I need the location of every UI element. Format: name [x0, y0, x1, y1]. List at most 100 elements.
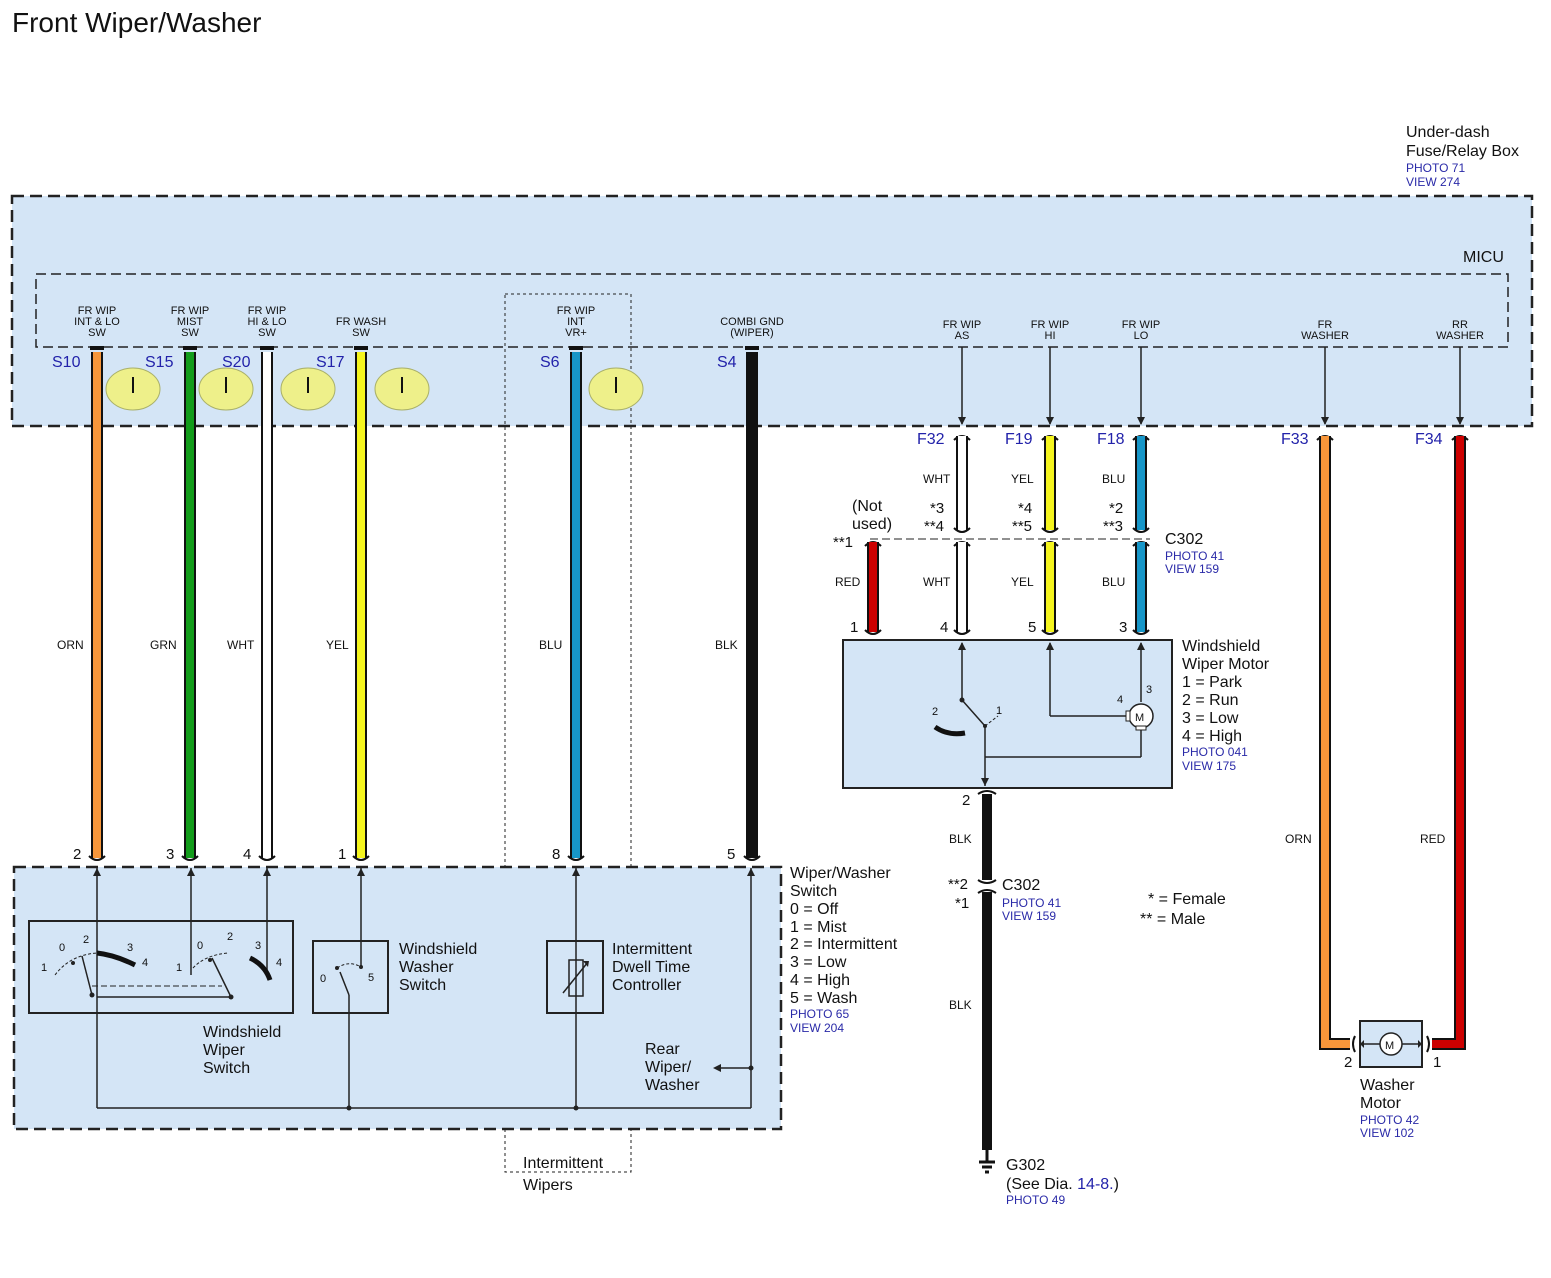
svg-text:Dwell Time: Dwell Time: [612, 959, 690, 976]
svg-text:PHOTO 42: PHOTO 42: [1360, 1113, 1419, 1127]
fuse-box-name-1: Under-dash: [1406, 124, 1490, 141]
wire-f32-lower: [958, 542, 966, 632]
wiper-motor-internals: 2 1 M 4 3: [932, 642, 1154, 786]
svg-text:Rear: Rear: [645, 1041, 680, 1058]
svg-text:Switch: Switch: [790, 883, 837, 900]
terminal-label-s6: VR+: [565, 327, 587, 339]
wire-f32-upper: [958, 436, 966, 530]
switch-pin-2: 2: [73, 846, 81, 863]
svg-text:VIEW 204: VIEW 204: [790, 1021, 844, 1035]
c302-female-pin: *3: [930, 500, 944, 517]
svg-text:(See Dia. 14-8.): (See Dia. 14-8.): [1006, 1176, 1119, 1193]
svg-text:4 = High: 4 = High: [1182, 728, 1242, 745]
terminal-label-f32: AS: [955, 330, 970, 342]
wire-f33: [1321, 436, 1350, 1048]
c302-female-pin: *2: [1109, 500, 1123, 517]
svg-text:PHOTO 41: PHOTO 41: [1165, 549, 1224, 563]
svg-text:2: 2: [83, 934, 89, 946]
wire-color-f32-upper: WHT: [923, 472, 951, 486]
svg-text:0: 0: [197, 940, 203, 952]
svg-text:3: 3: [1146, 684, 1152, 696]
svg-text:2: 2: [1344, 1054, 1352, 1071]
terminal-label-s10: SW: [88, 327, 106, 339]
svg-text:VIEW 175: VIEW 175: [1182, 759, 1236, 773]
ground-pin-2: 2: [962, 792, 970, 809]
wire-color-f19-lower: YEL: [1011, 575, 1034, 589]
terminal-label-s10: FR WIP: [78, 305, 117, 317]
svg-text:M: M: [1385, 1040, 1394, 1052]
ground-wire: 2 BLK BLK **2 *1 C302 PHOTO 41 VIEW 159: [948, 790, 1061, 1150]
svg-text:* = Female: * = Female: [1148, 891, 1226, 908]
svg-text:2 = Intermittent: 2 = Intermittent: [790, 936, 898, 953]
terminal-label-s17: SW: [352, 327, 370, 339]
svg-text:3: 3: [255, 940, 261, 952]
svg-text:M: M: [1135, 712, 1144, 724]
wire-s15: [186, 352, 194, 858]
svg-text:PHOTO 041: PHOTO 041: [1182, 745, 1248, 759]
wire-color-f32-lower: WHT: [923, 575, 951, 589]
svg-text:*1: *1: [955, 895, 969, 912]
wire-f18-upper: [1137, 436, 1145, 530]
svg-text:4: 4: [1117, 694, 1123, 706]
terminal-label-f33: FR: [1318, 319, 1333, 331]
svg-text:3 = Low: 3 = Low: [790, 954, 847, 971]
terminal-label-s17: FR WASH: [336, 316, 386, 328]
wire-s17: [357, 352, 365, 858]
svg-text:5: 5: [368, 972, 374, 984]
wire-s6: [572, 352, 580, 858]
svg-text:1 = Park: 1 = Park: [1182, 674, 1243, 691]
svg-text:4 = High: 4 = High: [790, 972, 850, 989]
ground-wire-color-lower: BLK: [949, 998, 972, 1012]
terminal-label-s15: SW: [181, 327, 199, 339]
wire-color-f33: ORN: [1285, 832, 1312, 846]
micu-label: MICU: [1463, 249, 1504, 266]
svg-text:0: 0: [59, 942, 65, 954]
terminal-label-f18: FR WIP: [1122, 319, 1161, 331]
terminal-label-f32: FR WIP: [943, 319, 982, 331]
motor-pin-3: 3: [1119, 619, 1127, 636]
terminal-label-s6: INT: [567, 316, 585, 328]
terminal-label-s10: INT & LO: [74, 316, 120, 328]
switch-legend: Wiper/Washer Switch 0 = Off 1 = Mist 2 =…: [790, 865, 898, 1035]
wire-f34: [1432, 436, 1464, 1048]
micu-module: [35, 273, 1509, 348]
ground-symbol-g302: G302 (See Dia. 14-8.) PHOTO 49: [979, 1150, 1119, 1207]
switch-pin-5: 5: [727, 846, 735, 863]
svg-text:Wiper Motor: Wiper Motor: [1182, 656, 1270, 673]
motor-pin-1: 1: [850, 619, 858, 636]
not-used-pin: **1: [833, 534, 853, 551]
svg-text:**2: **2: [948, 876, 968, 893]
svg-text:Switch: Switch: [203, 1060, 250, 1077]
svg-text:1: 1: [176, 962, 182, 974]
svg-text:PHOTO 65: PHOTO 65: [790, 1007, 849, 1021]
switch-pin-4: 4: [243, 846, 251, 863]
wire-s20: [263, 352, 271, 858]
fuse-box-name-2: Fuse/Relay Box: [1406, 143, 1519, 160]
wire-color-f19-upper: YEL: [1011, 472, 1034, 486]
c302-male-pin: **4: [924, 518, 944, 535]
terminal-id-s10: S10: [52, 354, 81, 371]
svg-text:Motor: Motor: [1360, 1095, 1402, 1112]
terminal-id-f33: F33: [1281, 431, 1309, 448]
terminal-id-f34: F34: [1415, 431, 1443, 448]
switch-pin-1: 1: [338, 846, 346, 863]
motor-pin-4: 4: [940, 619, 948, 636]
intermittent-label-2: Wipers: [523, 1177, 573, 1194]
terminal-label-s4: COMBI GND: [720, 316, 784, 328]
terminal-id-f18: F18: [1097, 431, 1125, 448]
terminal-label-f19: FR WIP: [1031, 319, 1070, 331]
terminal-label-s4: (WIPER): [730, 327, 773, 339]
terminal-label-s20: HI & LO: [247, 316, 287, 328]
svg-text:5 = Wash: 5 = Wash: [790, 990, 857, 1007]
svg-text:used): used): [852, 516, 892, 533]
indicator-oval-1: [105, 367, 161, 411]
svg-text:Wiper/: Wiper/: [645, 1059, 692, 1076]
svg-text:1: 1: [1433, 1054, 1441, 1071]
windshield-wiper-motor: [842, 639, 1173, 789]
indicator-oval-3: [280, 367, 336, 411]
switch-pin-8: 8: [552, 846, 560, 863]
washer-motor: M 2 1 Washer Motor PHOTO 42 VIEW 102: [1344, 1020, 1441, 1140]
